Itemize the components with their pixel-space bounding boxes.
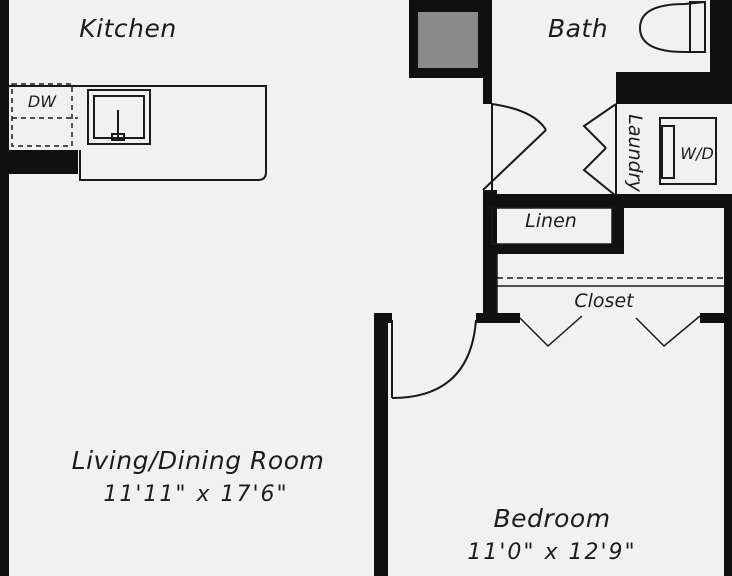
- bath-label: Bath: [547, 14, 609, 43]
- bedroom-top-wall-left: [476, 313, 520, 323]
- bedroom-label: Bedroom: [493, 504, 611, 533]
- bedroom-top-wall-right: [700, 313, 732, 323]
- washer-dryer: [659, 117, 717, 185]
- closet-label: Closet: [574, 290, 634, 312]
- bath-inner-right: [616, 72, 732, 104]
- linen-right-wall: [612, 200, 624, 252]
- laundry-doors: [582, 103, 717, 197]
- kitchen-left-wall-stub: [0, 150, 78, 174]
- linen-closet: [491, 207, 613, 245]
- bedroom-dimensions: 11'0" x 12'9": [467, 540, 637, 565]
- toilet: [638, 0, 706, 53]
- living-dining-label: Living/Dining Room: [71, 446, 325, 475]
- bedroom-door: [391, 319, 477, 399]
- washer-dryer-label: W/D: [680, 144, 714, 163]
- laundry-label: Laundry: [624, 114, 646, 192]
- right-exterior-wall: [724, 200, 732, 576]
- linen-label: Linen: [525, 210, 577, 232]
- sink: [87, 89, 151, 145]
- bedroom-left-wall: [374, 313, 388, 576]
- bath-door: [482, 103, 547, 191]
- dishwasher: [11, 83, 78, 147]
- living-bedroom-stub: [374, 313, 392, 323]
- dishwasher-label: DW: [27, 92, 57, 111]
- closet-top-wall: [497, 244, 624, 254]
- living-dining-dimensions: 11'11" x 17'6": [103, 482, 289, 507]
- bath-left-wall-upper: [483, 0, 492, 104]
- kitchen-counter: [9, 85, 267, 181]
- left-exterior-wall: [0, 0, 9, 576]
- hall-wall-left: [483, 190, 497, 320]
- kitchen-label: Kitchen: [79, 14, 177, 43]
- bedroom-closet: [496, 254, 724, 348]
- mechanical-shaft: [409, 0, 487, 78]
